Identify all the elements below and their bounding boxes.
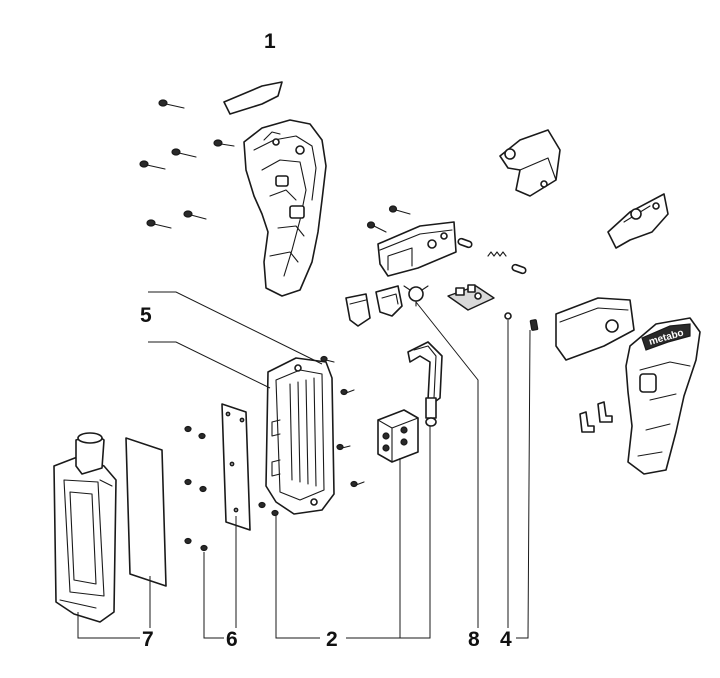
screw	[213, 139, 235, 147]
callout-7: 7	[142, 628, 154, 651]
trigger-button	[345, 293, 371, 327]
screw	[171, 148, 197, 158]
label-plate	[223, 81, 283, 115]
callouts: 1 5 7 6 2 8 4	[140, 30, 512, 651]
screw	[184, 537, 192, 545]
leader-6	[203, 552, 224, 639]
switch-actuator	[403, 285, 429, 307]
top-shroud	[499, 129, 561, 197]
spring-pins	[457, 237, 527, 275]
callout-1: 1	[264, 30, 276, 53]
battery-holder	[53, 432, 117, 623]
leader-lines	[77, 291, 531, 639]
screw	[258, 501, 266, 509]
right-handle-housing: metabo	[625, 317, 701, 475]
screw	[271, 509, 279, 517]
motor-housing	[265, 357, 335, 515]
screw	[336, 443, 351, 451]
board-screws	[184, 425, 208, 552]
insulating-plate	[125, 437, 167, 587]
screw	[184, 425, 192, 433]
contact-terminals	[579, 401, 613, 433]
leader-5	[148, 291, 323, 365]
screw	[366, 221, 387, 233]
leader-8	[415, 301, 479, 628]
screw	[146, 219, 172, 229]
screw	[388, 205, 411, 215]
screw	[183, 210, 207, 220]
screw	[158, 99, 185, 109]
callout-8: 8	[468, 628, 480, 651]
screw	[320, 355, 335, 363]
leader-2	[275, 515, 320, 639]
switch-housing	[377, 221, 457, 277]
screw	[340, 388, 355, 396]
set-screw	[529, 319, 539, 331]
circuit-board-small	[447, 284, 495, 311]
pin	[457, 237, 473, 249]
circuit-board	[221, 403, 251, 531]
motor-screws	[258, 355, 365, 517]
leader-5b	[148, 341, 271, 389]
screw	[139, 160, 166, 170]
screw	[198, 432, 206, 440]
leader-4b	[516, 329, 531, 639]
callout-5: 5	[140, 304, 152, 327]
leader-7	[77, 612, 140, 639]
side-shroud	[607, 193, 669, 249]
switch-screws	[366, 205, 411, 233]
spring	[487, 251, 507, 257]
pin	[511, 263, 527, 275]
terminal-block	[377, 409, 419, 463]
screw	[199, 485, 207, 493]
callout-6: 6	[226, 628, 238, 651]
left-housing-half	[243, 119, 327, 297]
screw	[184, 478, 192, 486]
steel-ball	[504, 312, 512, 320]
handle-bow	[407, 341, 443, 427]
leader-2c	[400, 426, 431, 639]
callout-2: 2	[326, 628, 338, 651]
screw	[200, 544, 208, 552]
screw	[350, 480, 365, 488]
callout-4: 4	[500, 628, 512, 651]
battery-cover	[555, 297, 635, 361]
housing-screws	[139, 99, 235, 229]
switch-bracket	[375, 285, 403, 317]
